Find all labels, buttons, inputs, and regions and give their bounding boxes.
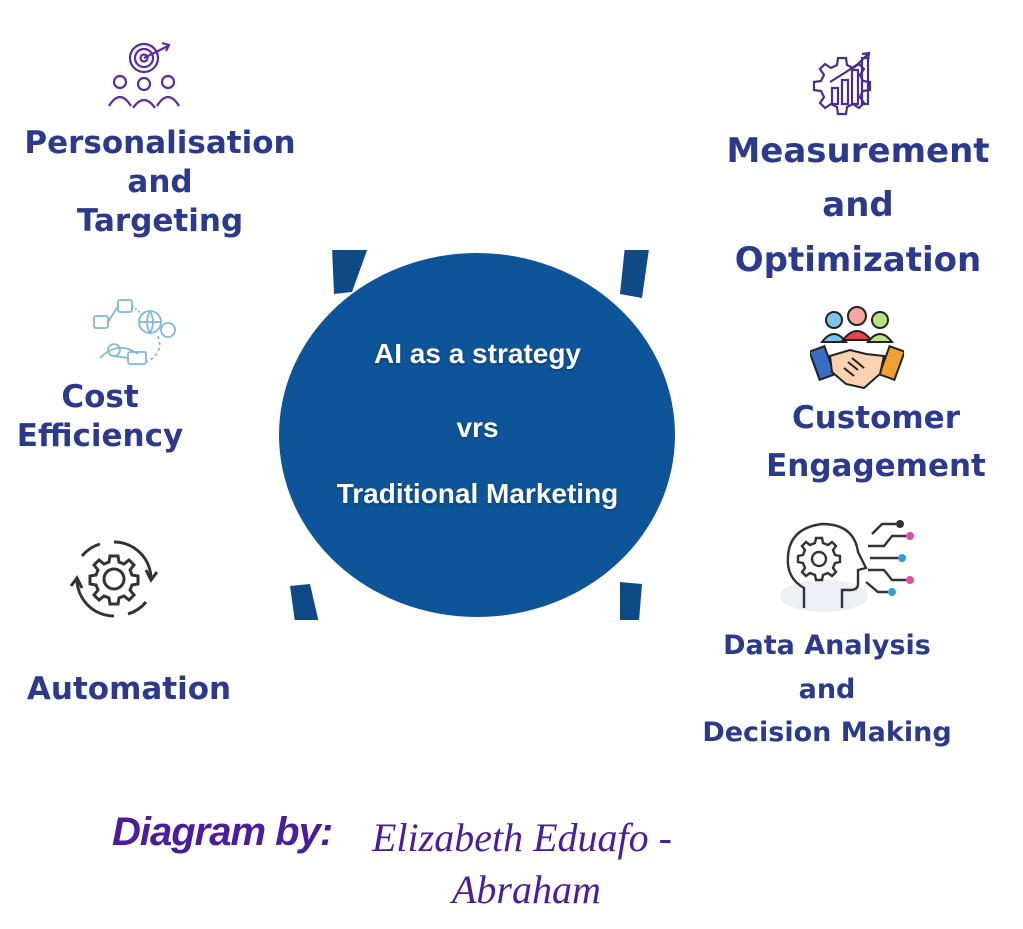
center-circle <box>279 253 675 617</box>
handshake-team-icon <box>808 304 906 398</box>
credit-author-line2: Abraham <box>452 867 601 912</box>
bracket-top-right <box>598 192 654 298</box>
center-title-line2: vrs <box>456 412 499 443</box>
label-automation: Automation <box>14 670 244 709</box>
label-measurement-line1: Measurement <box>726 131 990 171</box>
label-personalisation-line3: Targeting <box>76 202 244 239</box>
label-measurement-line2: and <box>822 185 894 226</box>
label-cost-line1: Cost <box>61 379 139 415</box>
credit-label: Diagram by: <box>112 810 333 854</box>
cost-network-icon <box>88 296 178 378</box>
label-cost-efficiency: Cost Efficiency <box>0 378 200 456</box>
label-personalisation-line2: and <box>127 163 193 200</box>
label-engagement-line1: Customer <box>791 400 960 436</box>
gear-cycle-icon <box>66 532 162 630</box>
label-customer-engagement: Customer Engagement <box>756 394 996 490</box>
bracket-bottom-left <box>290 584 382 660</box>
credit-author: Elizabeth Eduafo - Abraham <box>372 812 752 916</box>
label-data-line3: Decision Making <box>702 717 952 749</box>
label-data-line2: and <box>798 673 856 705</box>
credit-author-line1: Elizabeth Eduafo - <box>372 815 672 860</box>
label-measurement-line3: Optimization <box>734 239 982 280</box>
center-title-line1: AI as a strategy <box>374 338 581 369</box>
label-personalisation: Personalisation and Targeting <box>10 124 310 240</box>
label-personalisation-line1: Personalisation <box>24 125 296 161</box>
center-title-line3: Traditional Marketing <box>336 478 619 509</box>
central-hub: AI as a strategy vrs Traditional Marketi… <box>182 192 754 666</box>
label-engagement-line2: Engagement <box>766 448 986 485</box>
label-cost-line2: Efficiency <box>16 417 184 454</box>
ai-head-icon <box>772 516 922 620</box>
label-data-analysis: Data Analysis and Decision Making <box>682 624 972 755</box>
label-measurement: Measurement and Optimization <box>712 124 1004 287</box>
label-automation-line1: Automation <box>26 671 232 707</box>
gear-chart-icon <box>806 50 880 126</box>
label-data-line1: Data Analysis <box>723 630 931 661</box>
target-audience-icon <box>106 40 182 114</box>
